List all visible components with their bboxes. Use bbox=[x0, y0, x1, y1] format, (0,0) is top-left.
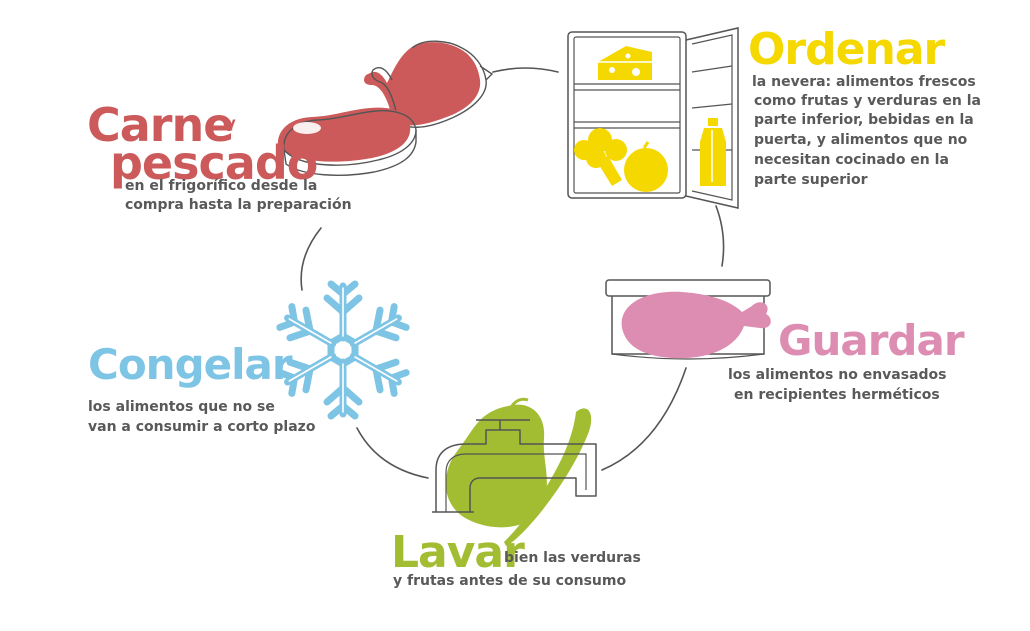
desc-ordenar-line4: puerta, y alimentos que no bbox=[754, 132, 968, 148]
cycle-connectors bbox=[300, 67, 725, 479]
connector-lavar-congelar bbox=[356, 427, 429, 479]
title-carne-connector: y bbox=[226, 114, 236, 132]
connector-carne-ordenar bbox=[492, 67, 559, 73]
desc-congelar-line1: los alimentos que no se bbox=[88, 399, 275, 415]
open-fridge-icon bbox=[567, 27, 739, 209]
title-ordenar: Ordenar bbox=[748, 24, 945, 75]
desc-ordenar-line1: la nevera: alimentos frescos bbox=[752, 74, 976, 90]
title-lavar: Lavar bbox=[391, 527, 525, 578]
desc-carne-line2: compra hasta la preparación bbox=[125, 197, 352, 213]
connector-ordenar-guardar bbox=[715, 205, 725, 267]
desc-lavar-line1: bien las verduras bbox=[504, 550, 641, 566]
desc-guardar-line2: en recipientes herméticos bbox=[734, 387, 940, 403]
title-carne: Carne bbox=[87, 98, 234, 152]
desc-congelar-line2: van a consumir a corto plazo bbox=[88, 419, 316, 435]
title-pescado: pescado bbox=[110, 136, 318, 190]
meat-and-fish-icon bbox=[277, 40, 494, 176]
desc-ordenar-line6: parte superior bbox=[754, 172, 868, 188]
faucet-with-vegetables-icon bbox=[432, 397, 597, 546]
desc-ordenar-line2: como frutas y verduras en la bbox=[754, 93, 981, 109]
snowflake-icon bbox=[276, 280, 410, 420]
connector-guardar-lavar bbox=[601, 367, 687, 471]
desc-ordenar-line3: parte inferior, bebidas en la bbox=[754, 112, 974, 128]
food-container-icon bbox=[605, 279, 771, 360]
desc-ordenar-line5: necesitan cocinado en la bbox=[754, 152, 949, 168]
desc-guardar-line1: los alimentos no envasados bbox=[728, 367, 947, 383]
title-guardar: Guardar bbox=[778, 316, 965, 365]
connector-congelar-carne bbox=[300, 227, 322, 291]
desc-lavar-line2: y frutas antes de su consumo bbox=[393, 573, 627, 589]
desc-carne-line1: en el frigorífico desde la bbox=[125, 178, 318, 194]
title-congelar: Congelar bbox=[88, 340, 293, 389]
